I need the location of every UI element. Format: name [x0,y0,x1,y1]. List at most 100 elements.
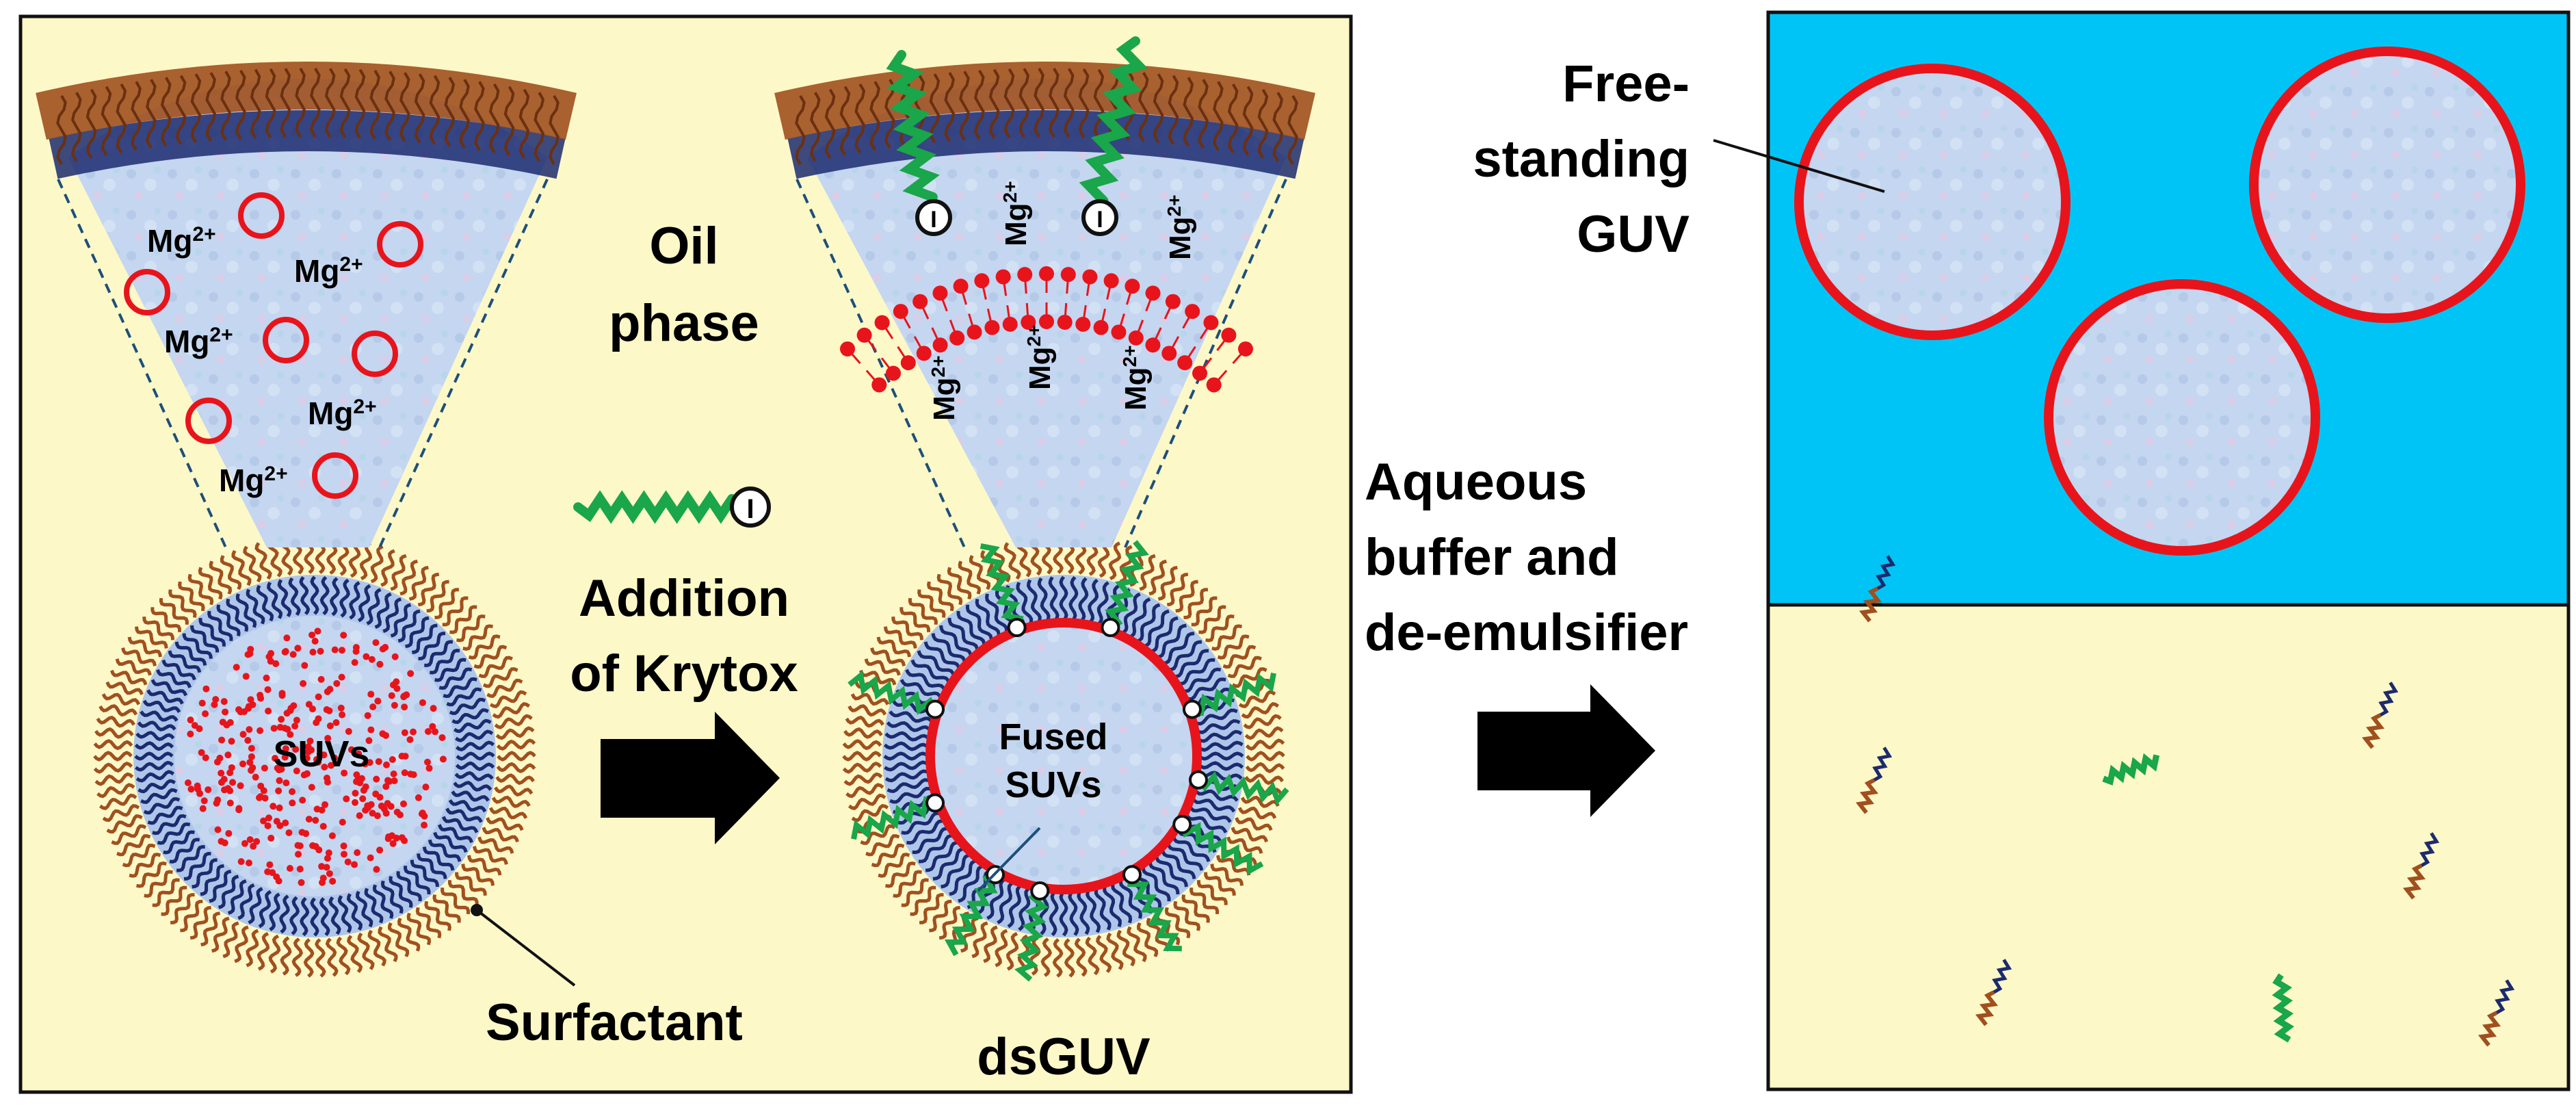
suv-dot [407,670,415,677]
suv-dot [290,702,298,710]
lipid-tail [387,922,410,957]
lipid-tail [380,880,404,914]
lipid-tail [417,853,447,879]
lipid-tail [339,578,350,618]
suv-dot [367,726,375,734]
lipid-tail [1059,890,1068,937]
suv-dot [429,723,436,730]
suv-dot [273,818,280,825]
suv-ring [263,317,309,363]
krytox-label: Addition [579,569,789,627]
suv-dot [242,673,250,680]
lipid-tail [146,79,157,149]
lipid-tail [929,899,952,933]
suv-dot [389,756,396,764]
lipid-tail [1136,922,1159,957]
lipid-tail [390,603,412,638]
suv-dot [247,696,254,703]
suv-dot [257,691,264,699]
lipid-tail [354,68,366,139]
lipid-head [1206,377,1222,393]
lipid-tail [958,560,982,595]
suv-dot [213,799,220,807]
suv-dot [338,647,345,654]
suv-dot [421,821,428,829]
suv-dot [226,799,234,807]
lipid-tail [209,869,232,903]
lipid-tail [364,888,384,924]
lipid-tail [1003,542,1021,580]
suv-dot [282,819,289,827]
lipid-tail [180,899,203,933]
lipid-tail [459,79,470,149]
lipid-head [840,341,856,357]
lipid-tail [1211,624,1242,651]
suv-dot [281,753,289,761]
suv-dot [216,754,224,762]
dsguv-label: dsGUV [977,1028,1151,1086]
lipid-head [916,346,932,361]
fan-left-edge [378,179,549,548]
lipid-tail [98,704,138,717]
lipid-tail [1096,935,1112,974]
lipid-tail [424,901,451,931]
suv-dot [432,728,439,736]
lipid-tail [941,853,972,889]
lipid-tail [405,616,430,649]
suv-dot [369,703,377,711]
lipid-tail [883,751,930,761]
lipid-tail [254,542,272,580]
suv-dot [223,721,231,729]
suv-dot [296,866,304,873]
arrow-right [601,712,780,844]
krytox-molecule [980,543,1024,629]
lipid-tail [122,843,156,868]
suv-dot [321,763,328,770]
suv-dot [319,822,327,830]
suv-dot [376,794,384,801]
lipid-tail [94,772,134,786]
lipid-tail [1204,872,1236,896]
suv-dot [235,706,243,714]
lipid-tail [246,929,259,968]
lipid-tail [168,589,197,618]
lipid-tail [912,827,949,855]
lipid-tail [1037,577,1051,623]
lipid-tail [824,88,836,159]
lipid-tail [268,934,281,974]
suv-dot [272,660,280,667]
suv-dot [320,751,328,759]
lipid-head [1057,314,1073,330]
lipid-tail [482,827,519,843]
lipid-tail [1018,885,1031,931]
lipid-tail [865,834,900,857]
lipid-tail [1213,81,1224,151]
lipid-head [995,269,1011,285]
lipid-tail [906,819,945,845]
suv-dot [330,754,338,762]
lipid-head [1111,324,1127,340]
lipid-tail [956,610,986,647]
free-surfactant-tail [1876,555,1896,591]
suv-dot [424,758,432,766]
lipid-tail [518,88,530,159]
lipid-head [1145,337,1161,353]
lipid-head [874,315,890,331]
surfactant-pointer-line [475,909,576,987]
lipid-tail [168,650,202,673]
suv-dot [360,786,367,794]
lipid-tail [357,932,375,970]
lipid-tail [1245,738,1285,751]
lipid-tail [93,751,133,762]
suv-dot [380,805,388,813]
krytox-symbol: I [573,487,771,528]
suv-dot [226,787,234,794]
lipid-tail [142,699,181,714]
lipid-tail [925,840,960,872]
lipid-tail [795,95,806,165]
fan-left-navy-band [49,110,566,179]
lipid-tail [988,68,1000,139]
suv-dot [359,795,367,803]
free-surfactant-head [2478,1011,2501,1047]
lipid-tail [175,75,187,145]
